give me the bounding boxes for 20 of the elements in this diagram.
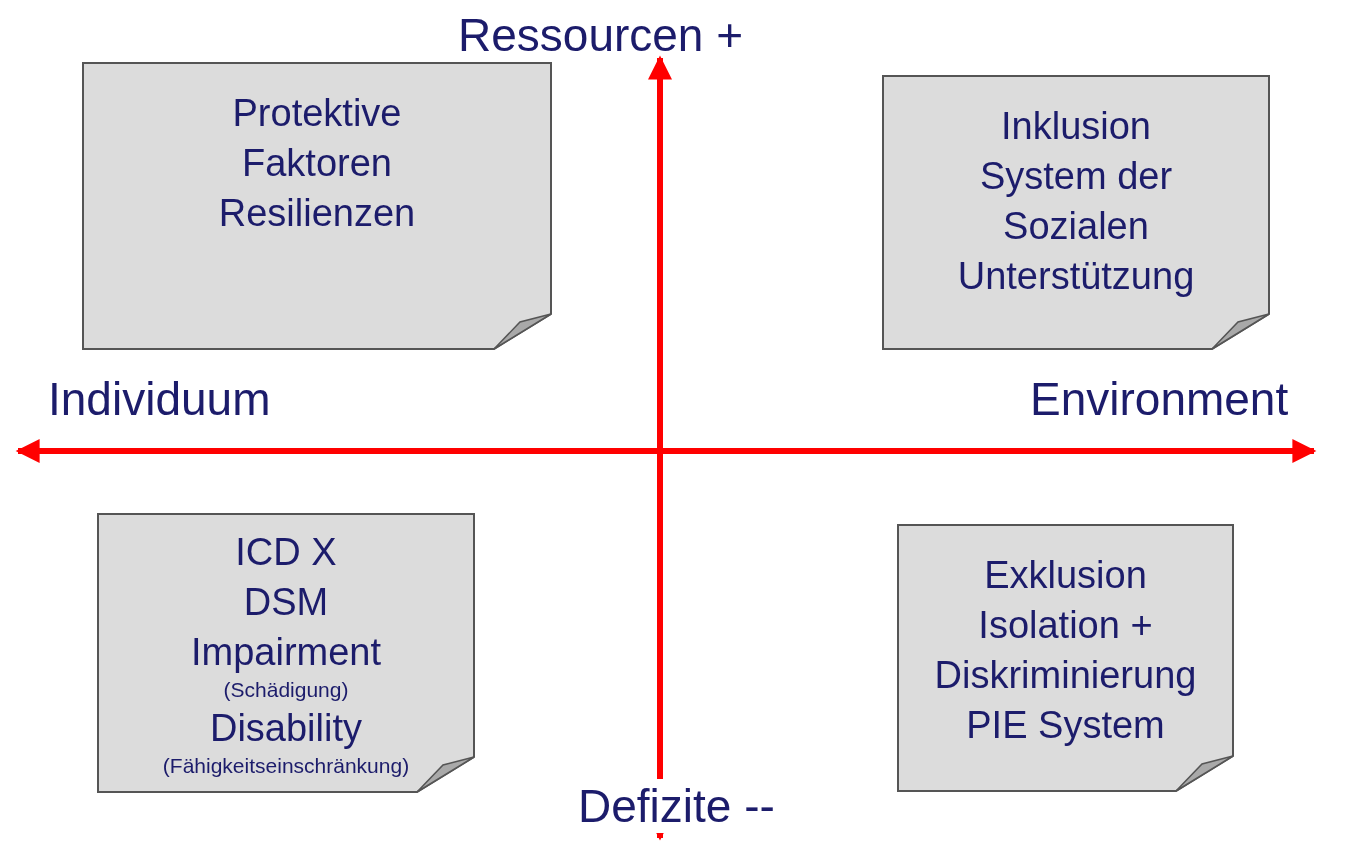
card-text: Impairment: [190, 630, 382, 675]
card-text: Isolation + Diskriminierung: [933, 603, 1198, 698]
axis-label: Ressourcen +: [458, 8, 744, 62]
card-text: PIE System: [966, 703, 1165, 748]
card-text: ICD X: [235, 530, 337, 575]
note-card: [882, 75, 1270, 350]
note-card: [82, 62, 552, 350]
card-text: Protektive Faktoren: [231, 91, 403, 186]
note-card: [897, 524, 1234, 792]
card-text: Inklusion: [1001, 104, 1151, 149]
card-text: DSM: [243, 580, 329, 625]
card-text: Exklusion: [984, 553, 1147, 598]
axis-label: Individuum: [48, 372, 271, 426]
card-text: (Schädigung): [223, 677, 349, 703]
axis-label: Environment: [1030, 372, 1289, 426]
card-text: System der Sozialen Unterstützung: [956, 154, 1196, 299]
note-card: [97, 513, 475, 793]
card-text: Disability: [209, 706, 362, 751]
card-text: (Fähigkeitseinschränkung): [162, 753, 410, 779]
card-text: Resilienzen: [218, 191, 416, 236]
